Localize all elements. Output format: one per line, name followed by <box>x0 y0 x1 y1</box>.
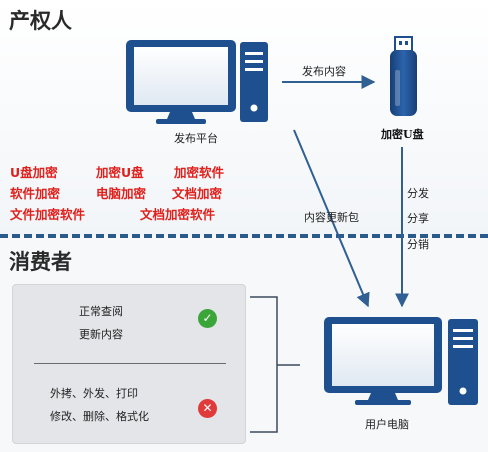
red-tag: 软件加密 <box>10 186 61 201</box>
section-divider <box>0 234 488 238</box>
encrypted-usb-label: 加密U盘 <box>381 128 424 141</box>
user-computer-label: 用户电脑 <box>365 418 409 431</box>
share-label: 分享 <box>407 212 429 225</box>
encrypted-usb-drive-icon <box>390 36 417 116</box>
red-tag: 加密U盘 <box>96 165 144 180</box>
publish-platform-computer-icon <box>126 40 268 124</box>
content-update-package-arrow <box>293 129 370 308</box>
cross-icon: ✕ <box>198 399 217 418</box>
consumer-section-title: 消费者 <box>9 250 72 274</box>
check-icon: ✓ <box>198 309 217 328</box>
red-tag: 电脑加密 <box>96 186 147 201</box>
user-computer-icon <box>324 317 478 405</box>
red-tag: 文档加密软件 <box>140 207 216 222</box>
publish-content-label: 发布内容 <box>302 65 346 78</box>
distribute-label: 分发 <box>407 187 429 200</box>
denied-permission: 外拷、外发、打印 <box>50 387 138 400</box>
permissions-divider <box>34 363 226 364</box>
red-tag: U盘加密 <box>10 165 58 180</box>
publish-platform-label: 发布平台 <box>174 132 218 145</box>
content-update-package-label: 内容更新包 <box>304 211 359 224</box>
denied-permission: 修改、删除、格式化 <box>50 410 149 423</box>
owner-section-title: 产权人 <box>9 9 72 33</box>
sell-label: 分销 <box>407 238 429 251</box>
red-tag: 文档加密 <box>172 186 223 201</box>
red-tag: 加密软件 <box>174 165 225 180</box>
permissions-bracket <box>250 296 300 433</box>
allowed-permission: 更新内容 <box>79 328 123 341</box>
allowed-permission: 正常查阅 <box>79 305 123 318</box>
red-tag: 文件加密软件 <box>10 207 86 222</box>
